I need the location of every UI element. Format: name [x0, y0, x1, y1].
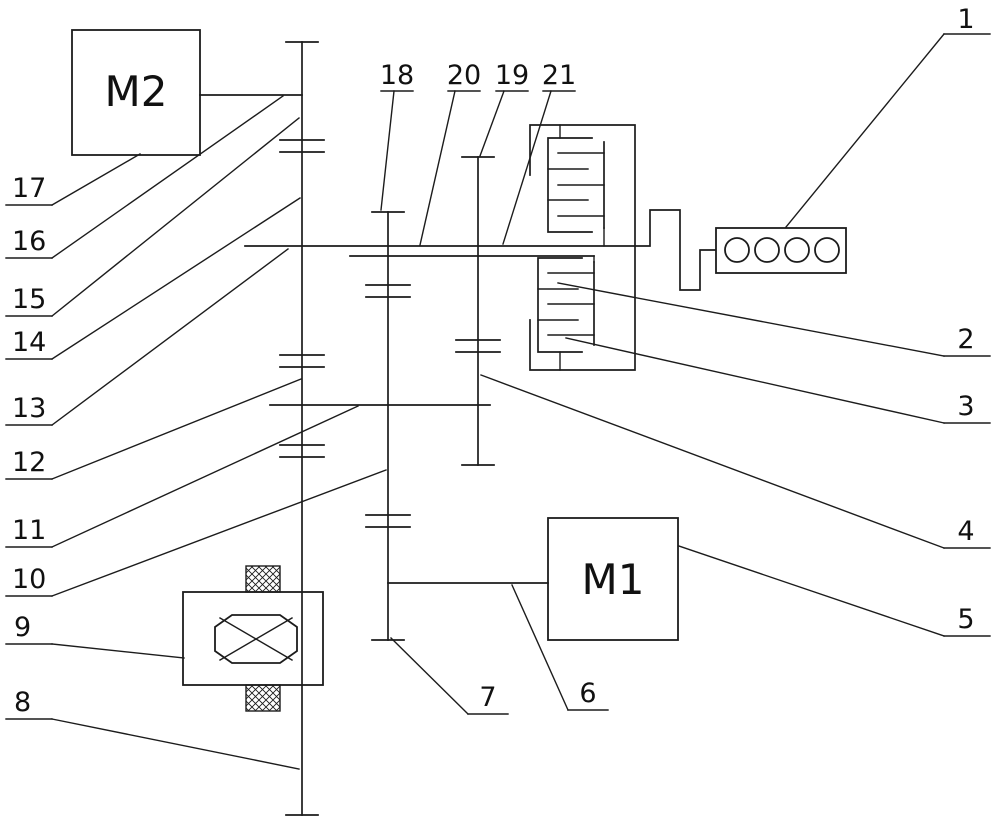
m2-box: [71, 29, 201, 156]
callout-leader-9: [51, 643, 185, 659]
callout-label-1: 1: [957, 4, 974, 35]
third-shaft: [455, 156, 501, 466]
callout-label-10: 10: [12, 564, 46, 595]
bearing-hatch-bottom: [245, 684, 281, 712]
clutch-housing: [529, 124, 636, 371]
callout-label-18: 18: [380, 60, 414, 91]
callout-label-4: 4: [957, 516, 974, 547]
callout-label-15: 15: [12, 284, 46, 315]
engine-cylinder-icon: [814, 237, 840, 263]
callout-leader-19: [479, 90, 505, 157]
upper-clutch-outer: [547, 137, 593, 233]
callout-label-9: 9: [14, 612, 31, 643]
callout-leader-15: [51, 117, 300, 317]
callout-leader-2: [557, 282, 945, 357]
motor-m2: M2: [71, 29, 303, 156]
callout-leader-4: [480, 374, 945, 549]
motor-m1: M1: [387, 517, 679, 641]
bevel-gear-cross-line: [219, 617, 293, 661]
callout-label-5: 5: [957, 604, 974, 635]
counter-shaft: [365, 211, 411, 641]
callout-label-20: 20: [447, 60, 481, 91]
callout-leader-10: [51, 469, 387, 597]
engine-cylinder-icon: [784, 237, 810, 263]
callout-label-3: 3: [957, 391, 974, 422]
lower-clutch-outer: [537, 257, 583, 353]
callout-label-14: 14: [12, 327, 46, 358]
callout-label-13: 13: [12, 393, 46, 424]
callout-leader-16: [51, 95, 284, 259]
engine: [634, 209, 847, 291]
callout-leader-8: [51, 718, 300, 770]
bevel-gear-icon: [214, 614, 298, 664]
callout-leader-12: [51, 378, 302, 480]
callout-leader-18: [380, 90, 395, 211]
callout-label-11: 11: [12, 515, 46, 546]
callout-leader-14: [51, 197, 301, 360]
callout-leader-3: [565, 337, 945, 424]
callout-leader-20: [419, 90, 456, 246]
engine-box: [715, 227, 847, 274]
m2-label: M2: [105, 67, 168, 116]
callout-label-6: 6: [579, 678, 596, 709]
main-shaft: [279, 41, 325, 816]
callout-leader-17: [51, 153, 141, 206]
callout-leader-1: [785, 33, 945, 228]
callout-label-16: 16: [12, 226, 46, 257]
callout-leader-13: [51, 248, 289, 426]
engine-cylinder-icon: [754, 237, 780, 263]
m1-box: [547, 517, 679, 641]
callout-leader-21: [502, 90, 552, 245]
callout-label-7: 7: [479, 682, 496, 713]
callout-label-12: 12: [12, 447, 46, 478]
callouts: 17 16 15 14 13 12 11 10 9 8 1: [5, 4, 991, 770]
callout-label-21: 21: [542, 60, 576, 91]
m1-label: M1: [582, 555, 645, 604]
crankshaft-line: [634, 209, 717, 291]
bearing-hatch-top: [245, 565, 281, 593]
clutch-assembly: [529, 124, 636, 371]
callout-label-2: 2: [957, 324, 974, 355]
callout-leader-6: [511, 584, 569, 711]
callout-label-17: 17: [12, 173, 46, 204]
differential-assembly: [182, 565, 324, 712]
input-shaft-lines: [244, 245, 636, 406]
callout-leader-5: [678, 545, 945, 637]
callout-label-19: 19: [495, 60, 529, 91]
callout-label-8: 8: [14, 687, 31, 718]
callout-leader-11: [51, 405, 359, 548]
callout-leader-7: [390, 637, 469, 715]
engine-cylinder-icon: [724, 237, 750, 263]
